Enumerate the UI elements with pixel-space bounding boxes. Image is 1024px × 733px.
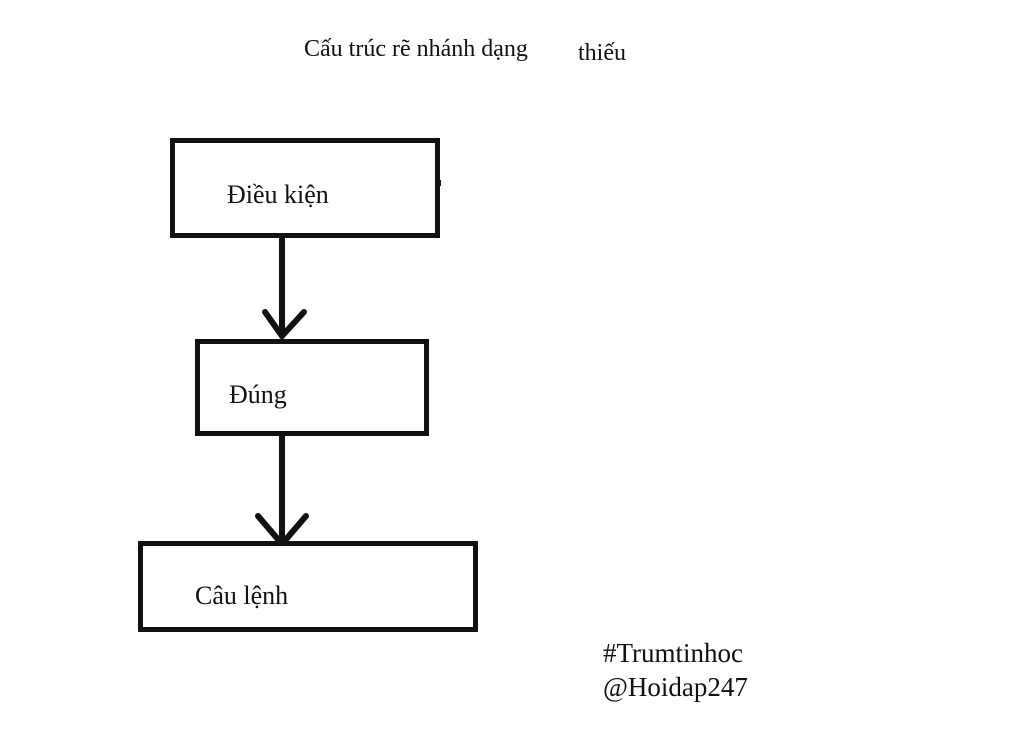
true-label: Đúng — [229, 380, 287, 409]
diagram-title-main: Cấu trúc rẽ nhánh dạng — [304, 36, 528, 62]
footer-hashtag: #Trumtinhoc — [603, 638, 744, 668]
arrow-1-head — [262, 309, 307, 339]
statement-box — [138, 541, 478, 632]
diagram-title-suffix: thiếu — [578, 40, 626, 66]
condition-label: Điều kiện — [227, 180, 329, 209]
true-box — [195, 339, 429, 436]
statement-label: Câu lệnh — [195, 581, 289, 610]
footer-handle: @Hoidap247 — [603, 672, 748, 702]
condition-box — [170, 138, 440, 238]
